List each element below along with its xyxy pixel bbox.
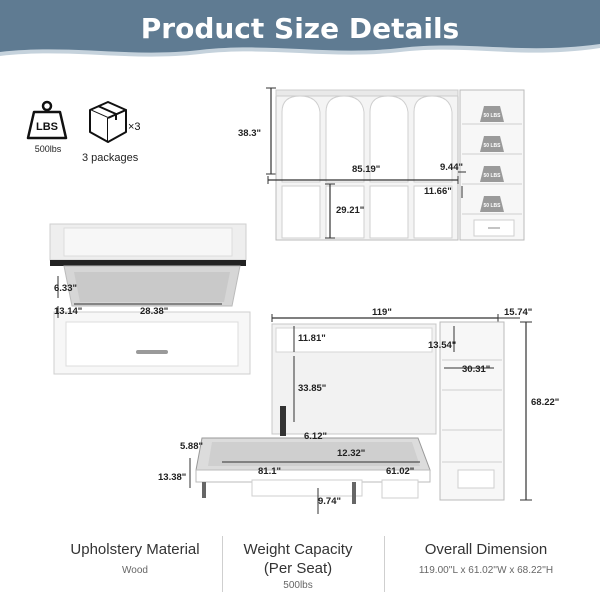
open-bed-illustration <box>189 314 532 514</box>
weight-icon: LBS <box>26 100 68 140</box>
drawer-illustration <box>49 223 251 375</box>
drawer-depth-dim: 6.33" <box>54 283 77 294</box>
shelf-weight-label: 50 LBS <box>484 113 502 119</box>
package-multiplier: ×3 <box>128 121 141 133</box>
shelf-weight-label: 50 LBS <box>484 173 502 179</box>
closed-shelf-gap-dim: 11.66" <box>424 186 452 197</box>
open-mattress-dim: 5.88" <box>180 441 203 452</box>
closed-lower-dim: 29.21" <box>336 205 365 216</box>
open-total-width-dim: 119" <box>372 307 392 318</box>
closed-bed-illustration: 50 LBS 50 LBS 50 LBS 50 LBS <box>266 87 525 241</box>
open-bed-length-dim: 81.1" <box>258 466 281 477</box>
open-middle-dim: 33.85" <box>298 383 327 394</box>
weight-badge-text: LBS <box>36 121 58 133</box>
spec-upholstery: Upholstery Material Wood <box>50 540 220 576</box>
open-inner-dim: 12.32" <box>337 448 366 459</box>
closed-gap-dim: 9.44" <box>440 162 463 173</box>
open-total-height-dim: 68.22" <box>531 397 560 408</box>
spec-divider <box>222 536 223 592</box>
open-leg-height-dim: 13.38" <box>158 472 187 483</box>
drawer-height-dim: 13.14" <box>54 306 83 317</box>
package-caption: 3 packages <box>82 152 139 164</box>
header-banner: Product Size Details <box>0 0 600 70</box>
open-shelf-top-dim: 13.54" <box>428 340 457 351</box>
shelf-weight-label: 50 LBS <box>484 203 502 209</box>
closed-height-dim: 38.3" <box>238 128 261 139</box>
spec-title-line1: Weight Capacity <box>243 541 353 558</box>
shelf-weight-label: 50 LBS <box>484 143 502 149</box>
open-bed-width-dim: 61.02" <box>386 466 415 477</box>
drawer-width-dim: 28.38" <box>140 306 169 317</box>
spec-title: Upholstery Material <box>70 541 200 558</box>
spec-value: Wood <box>122 565 148 576</box>
open-foot-height-dim: 9.74" <box>318 496 341 507</box>
spec-overall-dimension: Overall Dimension 119.00''L x 61.02''W x… <box>386 540 586 576</box>
weight-caption: 500lbs <box>34 144 62 154</box>
open-shelf-width-dim: 30.31" <box>462 364 491 375</box>
banner-wave <box>0 0 600 57</box>
spec-divider <box>384 536 385 592</box>
spec-weight-capacity: Weight Capacity (Per Seat) 500lbs <box>228 540 368 591</box>
page-title: Product Size Details <box>140 12 460 45</box>
spec-title-line2: (Per Seat) <box>263 560 333 577</box>
open-top-gap-dim: 11.81" <box>298 333 326 344</box>
open-rail-dim: 6.12" <box>304 431 327 442</box>
spec-title: Overall Dimension <box>424 541 548 558</box>
open-cabinet-depth-dim: 15.74" <box>504 307 533 318</box>
spec-value: 119.00''L x 61.02''W x 68.22''H <box>418 565 554 576</box>
package-icon: ×3 <box>89 101 141 143</box>
closed-width-dim: 85.19" <box>352 164 381 175</box>
spec-value: 500lbs <box>283 580 313 591</box>
